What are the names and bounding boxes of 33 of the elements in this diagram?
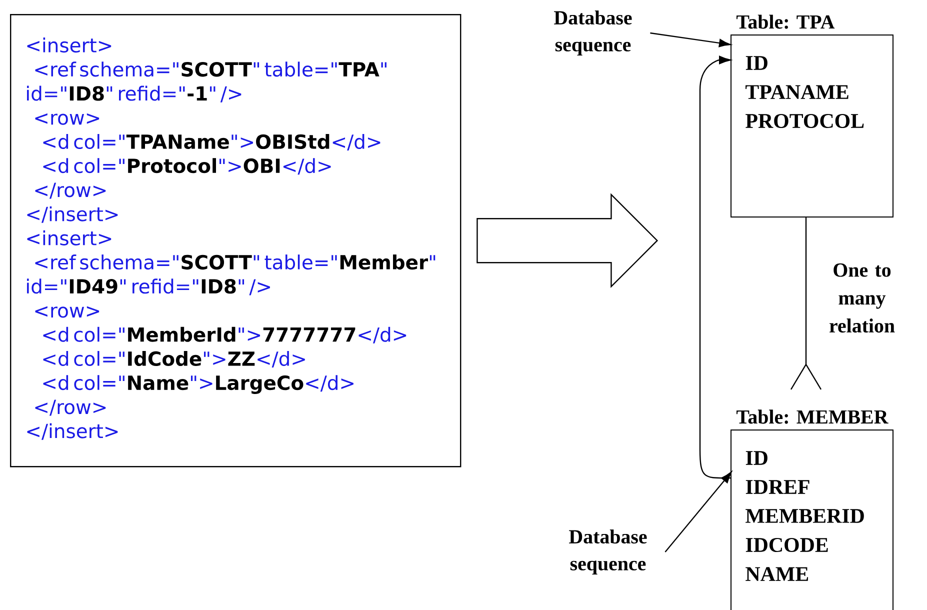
code-line: <d col="Protocol">OBI</d>	[43, 158, 331, 175]
relationship-line	[790, 217, 822, 390]
annotation-text: Database sequence	[554, 10, 632, 56]
code-line: </insert>	[27, 206, 118, 223]
column-name: ID	[746, 451, 768, 465]
annotation-text: Database sequence	[569, 530, 647, 574]
table-title: Table: MEMBER	[736, 410, 888, 424]
code-line: <d col="Name">LargeCo</d>	[43, 375, 354, 394]
column-name: IDCODE	[746, 538, 828, 552]
arrow	[650, 32, 731, 48]
code-line: </insert>	[27, 423, 118, 440]
code-line: <insert>	[27, 230, 112, 246]
code-line: <ref schema="SCOTT" table="TPA" id="ID8" refid="-1" />	[27, 62, 386, 102]
column-name: PROTOCOL	[746, 114, 864, 128]
code-line: <ref schema="SCOTT" table="Member" id="ID49" refid="ID8" />	[27, 254, 436, 296]
code-line: </row>	[35, 182, 106, 199]
code-line: <d col="MemberId">7777777</d>	[43, 326, 406, 344]
code-line: <row>	[35, 113, 100, 125]
code-line: <d col="IdCode">ZZ</d>	[43, 350, 305, 368]
column-name: MEMBERID	[746, 509, 864, 523]
code-line: <insert>	[27, 38, 112, 53]
column-name: TPANAME	[746, 85, 848, 99]
arrow	[664, 472, 732, 552]
code-line: <row>	[35, 306, 100, 318]
arrow	[699, 56, 731, 479]
edge-label: One to many relation	[811, 262, 913, 334]
block-arrow	[476, 193, 658, 288]
code-line: <d col="TPAName">OBIStd</d>	[43, 134, 380, 151]
code-line: </row>	[35, 400, 106, 416]
column-name: NAME	[746, 567, 808, 581]
column-name: IDREF	[746, 480, 810, 494]
column-name: ID	[746, 56, 768, 70]
table-title: Table: TPA	[736, 14, 835, 29]
